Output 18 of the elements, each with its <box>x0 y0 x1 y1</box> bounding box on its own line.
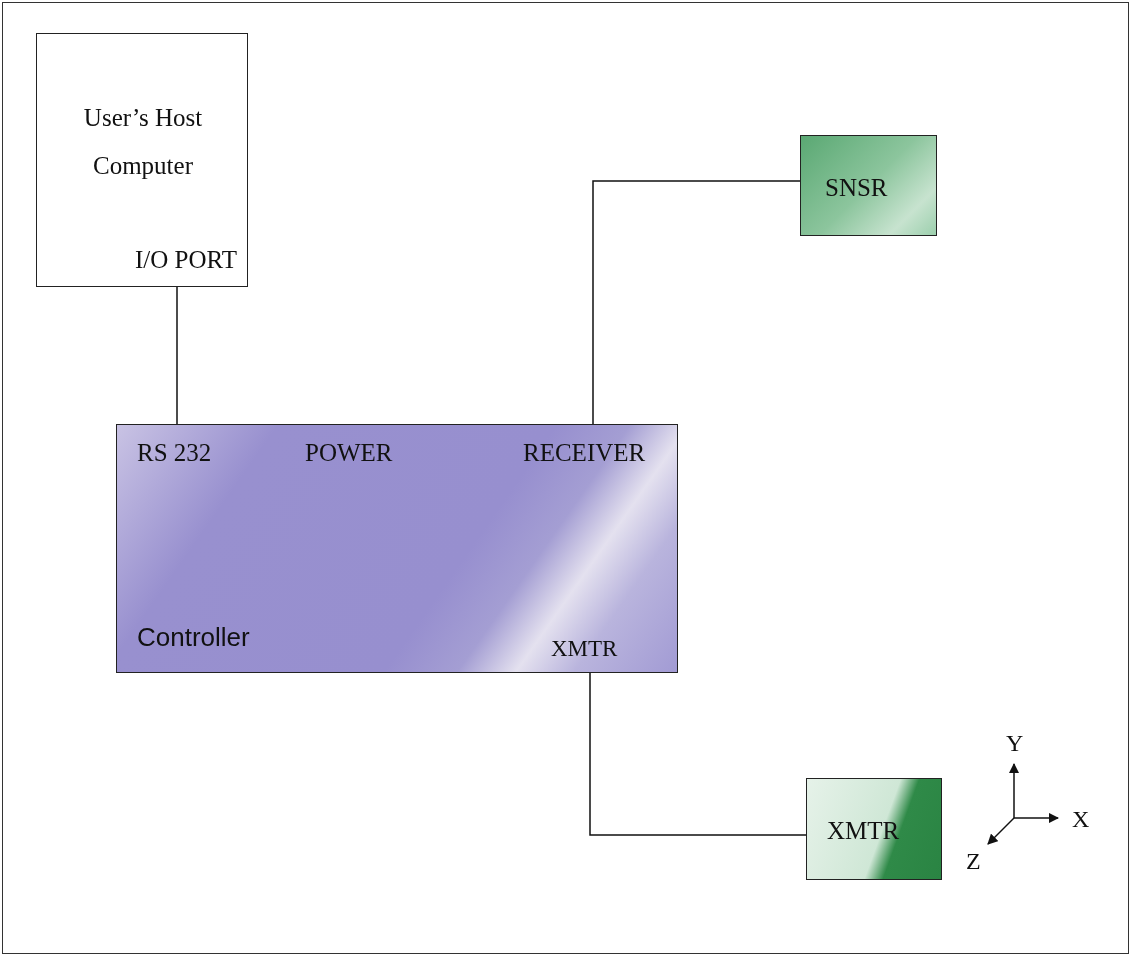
controller-label: Controller <box>137 621 250 654</box>
computer-box <box>36 33 248 287</box>
port-label: POWER <box>305 438 393 468</box>
connector-line <box>589 672 807 836</box>
controller-box <box>116 424 678 673</box>
port-label: RECEIVER <box>523 438 646 468</box>
port-label: XMTR <box>551 635 618 663</box>
axis-label: Y <box>1006 730 1024 757</box>
transmitter-box <box>806 778 942 880</box>
port-label: RS 232 <box>137 438 212 468</box>
connector-line <box>592 180 801 425</box>
sensor-label: SNSR <box>825 173 888 203</box>
axis-label: X <box>1072 806 1090 833</box>
host-computer-label: User’s Host Computer <box>82 103 204 181</box>
axis-label: Z <box>966 848 981 875</box>
connector-line <box>176 286 178 425</box>
port-label: I/O PORT <box>135 245 237 275</box>
sensor-box <box>800 135 937 236</box>
